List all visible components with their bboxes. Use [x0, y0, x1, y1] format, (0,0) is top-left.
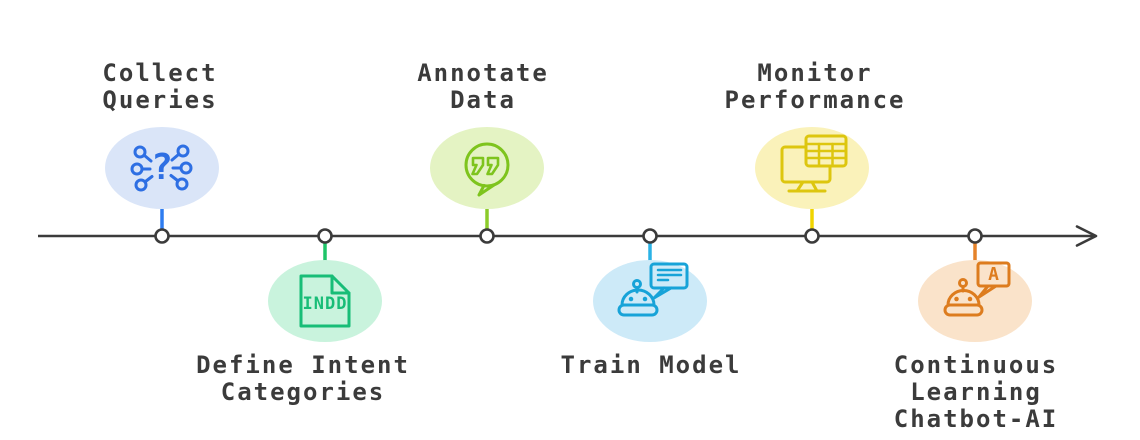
quote-bubble-icon: [464, 142, 510, 197]
arrow-right-icon: [1075, 225, 1098, 247]
monitor-report-icon: [780, 134, 848, 193]
translate-a-glyph: A: [988, 264, 999, 285]
label-define-intent-categories: Define Intent Categories: [196, 351, 410, 406]
label-annotate-data: Annotate Data: [417, 59, 549, 114]
timeline-dot: [642, 228, 658, 244]
chatbot-message-icon: [617, 262, 689, 317]
bubble-define-intent: [268, 260, 382, 342]
label-monitor-performance: Monitor Performance: [724, 59, 906, 114]
timeline-dot: [317, 228, 333, 244]
timeline-dot: [804, 228, 820, 244]
bubble-collect-queries: [105, 127, 219, 209]
label-train-model: Train Model: [560, 351, 742, 379]
indd-document-icon: INDD: [299, 274, 351, 328]
chatbot-translate-icon: A: [943, 261, 1011, 317]
bubble-annotate-data: [430, 127, 544, 209]
bubble-continuous-learning: [918, 260, 1032, 342]
timeline-dot: [154, 228, 170, 244]
question-mark-glyph: ?: [151, 147, 173, 188]
query-network-icon: ?: [130, 144, 193, 192]
timeline-dot: [967, 228, 983, 244]
bubble-train-model: [593, 260, 707, 342]
timeline-dot: [479, 228, 495, 244]
indd-label: INDD: [303, 294, 348, 314]
label-continuous-learning-chatbot-ai: Continuous Learning Chatbot-AI: [893, 351, 1059, 433]
label-collect-queries: Collect Queries: [102, 59, 218, 114]
